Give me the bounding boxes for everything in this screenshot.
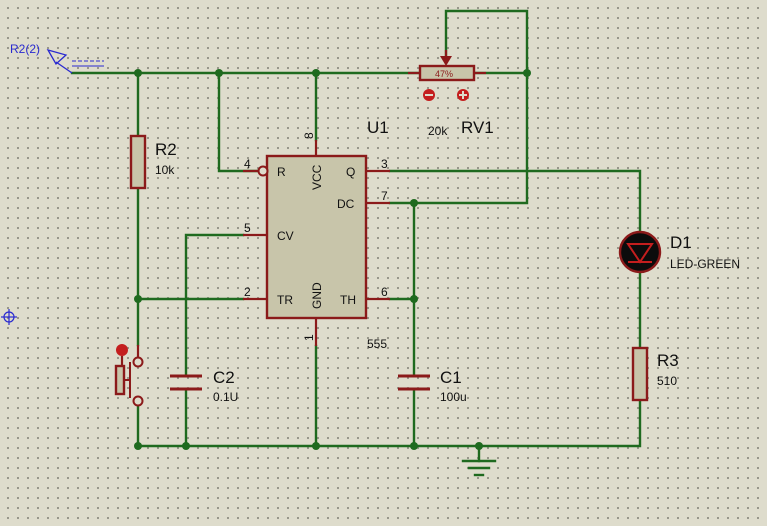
terminal-arrow-icon (46, 48, 68, 66)
r2-body (129, 134, 147, 190)
pin-number: 7 (381, 189, 388, 203)
terminal-lead (55, 61, 73, 74)
pin-number: 1 (302, 334, 316, 341)
button-contact (132, 356, 144, 368)
pin-name: VCC (310, 164, 324, 190)
terminal-label: R2(2) (10, 42, 40, 56)
r2-value: 10k (155, 163, 175, 177)
button-probe-icon[interactable] (116, 344, 128, 356)
wire-ground-rail (136, 398, 642, 448)
rv1-value: 20k (428, 124, 448, 138)
r3-body (631, 346, 649, 402)
wire-pot-wiper (412, 9, 529, 205)
u1-555-timer[interactable]: 4 5 2 3 7 6 8 1 R CV TR Q DC TH VCC GND … (243, 118, 390, 351)
junction-dot (182, 442, 190, 450)
led-d1[interactable]: D1 LED-GREEN (618, 230, 740, 274)
junction-dot (410, 199, 418, 207)
pin-name: CV (277, 229, 294, 243)
junction-dot (410, 442, 418, 450)
junction-dot (215, 69, 223, 77)
pin-name: GND (310, 282, 324, 309)
resistor-r3[interactable]: R3 510 (631, 346, 679, 402)
origin-crosshair-icon (1, 309, 17, 325)
junction-dot (523, 69, 531, 77)
junction-dot (134, 69, 142, 77)
c1-value: 100u (440, 390, 467, 404)
pin-number: 3 (381, 157, 388, 171)
junction-dot (134, 295, 142, 303)
junction-dot (410, 295, 418, 303)
junction-dot (134, 442, 142, 450)
u1-body (265, 154, 368, 320)
wire-reset (217, 71, 260, 173)
pin-name: TR (277, 293, 293, 307)
rv1-ref: RV1 (461, 118, 494, 137)
pin-number: 6 (381, 285, 388, 299)
u1-value: 555 (367, 337, 387, 351)
pin-number: 8 (302, 132, 316, 139)
button-actuator (114, 364, 126, 396)
c2-ref: C2 (213, 368, 235, 387)
wire-q-output (388, 169, 642, 232)
button-contact (132, 395, 144, 407)
capacitor-c1[interactable]: C1 100u (398, 368, 467, 404)
wiper-arrow-icon (440, 56, 452, 66)
push-button[interactable] (114, 344, 144, 407)
ground-icon (461, 459, 497, 477)
pin-name: TH (340, 293, 356, 307)
terminal-r2-2[interactable]: R2(2) (10, 42, 104, 74)
rv1-percent: 47% (435, 69, 453, 79)
potentiometer-rv1[interactable]: 47% 20k RV1 (408, 50, 494, 138)
pin-number: 4 (244, 157, 251, 171)
minus-icon (425, 94, 433, 96)
resistor-r2[interactable]: R2 10k (129, 134, 177, 190)
pin-name: R (277, 165, 286, 179)
c2-value: 0.1U (213, 390, 238, 404)
reset-inversion-bubble (257, 165, 269, 177)
junction-dot (312, 69, 320, 77)
u1-ref: U1 (367, 118, 389, 137)
d1-ref: D1 (670, 233, 692, 252)
c1-ref: C1 (440, 368, 462, 387)
wires (70, 9, 642, 463)
d1-value: LED-GREEN (670, 257, 740, 271)
pin-number: 2 (244, 285, 251, 299)
wire-cv (184, 233, 245, 378)
pin-name: DC (337, 197, 355, 211)
plus-icon (462, 91, 464, 99)
pin-name: Q (346, 165, 355, 179)
junctions (134, 69, 531, 450)
junction-dot (312, 442, 320, 450)
r3-value: 510 (657, 374, 677, 388)
pin-number: 5 (244, 221, 251, 235)
junction-dot (475, 442, 483, 450)
r3-ref: R3 (657, 351, 679, 370)
r2-ref: R2 (155, 140, 177, 159)
rv1-body (418, 64, 476, 82)
led-body (618, 230, 662, 274)
capacitor-c2[interactable]: C2 0.1U (170, 368, 238, 404)
led-diode-icon (626, 243, 654, 264)
